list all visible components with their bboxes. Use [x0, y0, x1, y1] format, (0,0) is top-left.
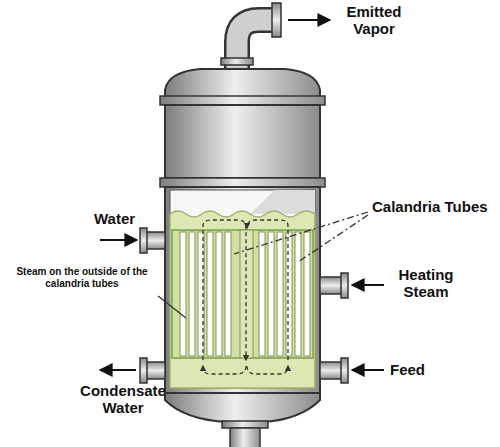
calandria-tube [180, 232, 186, 356]
feed-arrow [352, 369, 384, 371]
steam-arrow [352, 284, 384, 286]
calandria-tube [304, 232, 310, 356]
leader-line [298, 215, 368, 262]
label-box: Calandria Tubes [372, 198, 496, 215]
steam-inlet-pipe [320, 277, 342, 294]
feed-flange [341, 358, 348, 383]
label-box: Feed [390, 361, 450, 378]
water-inlet-flange [140, 228, 147, 253]
circulation-flow [247, 220, 288, 360]
cutaway-interior [170, 190, 315, 388]
calandria-tube [277, 232, 283, 356]
leader-line [158, 296, 186, 318]
steam-label: Heating Steam [386, 266, 466, 301]
steam-chest [172, 230, 313, 358]
label-box: Steam on the outside of the calandria tu… [8, 266, 156, 289]
label-box: Emitted Vapor [334, 3, 414, 38]
liquid [170, 211, 315, 388]
condensate-flange [140, 358, 147, 383]
label-box: Heating Steam [386, 266, 466, 301]
calandria-tube [295, 232, 301, 356]
water-label: Water [94, 210, 144, 227]
feed-pipe [320, 362, 342, 379]
vapor-flange [272, 3, 281, 37]
vapor-label: Emitted Vapor [334, 3, 414, 38]
circulation-flow [247, 366, 288, 374]
steam-note: Steam on the outside of the calandria tu… [8, 266, 156, 289]
calandria-tube [189, 232, 195, 356]
calandria-tube [225, 232, 231, 356]
circulation-flow [203, 366, 246, 374]
bottom-flange [222, 421, 268, 428]
vapor-arrow [288, 19, 330, 21]
condensate-pipe [146, 362, 165, 379]
middle-flange [160, 178, 325, 187]
calandria-shell [165, 187, 320, 393]
calandria-tube [216, 232, 222, 356]
water-arrow [100, 239, 137, 241]
bottom-head [165, 393, 320, 422]
circulation-flow [203, 220, 246, 360]
vapor-chamber-shell [165, 105, 320, 178]
calandria-tube [207, 232, 213, 356]
leader-line [234, 212, 368, 254]
label-box: Condensate Water [68, 382, 178, 417]
calandria-tube [259, 232, 265, 356]
label-box: Water [94, 210, 144, 227]
calandria-tube [286, 232, 292, 356]
condensate-arrow [100, 369, 136, 371]
top-flange [160, 96, 325, 105]
bottom-outlet [230, 428, 260, 447]
water-inlet-pipe [146, 232, 165, 249]
calandria-tube [268, 232, 274, 356]
tubes-label: Calandria Tubes [372, 198, 496, 215]
vapor-pipe-flange [221, 58, 253, 65]
feed-label: Feed [390, 361, 450, 378]
condensate-label: Condensate Water [68, 382, 178, 417]
steam-inlet-flange [341, 273, 348, 298]
